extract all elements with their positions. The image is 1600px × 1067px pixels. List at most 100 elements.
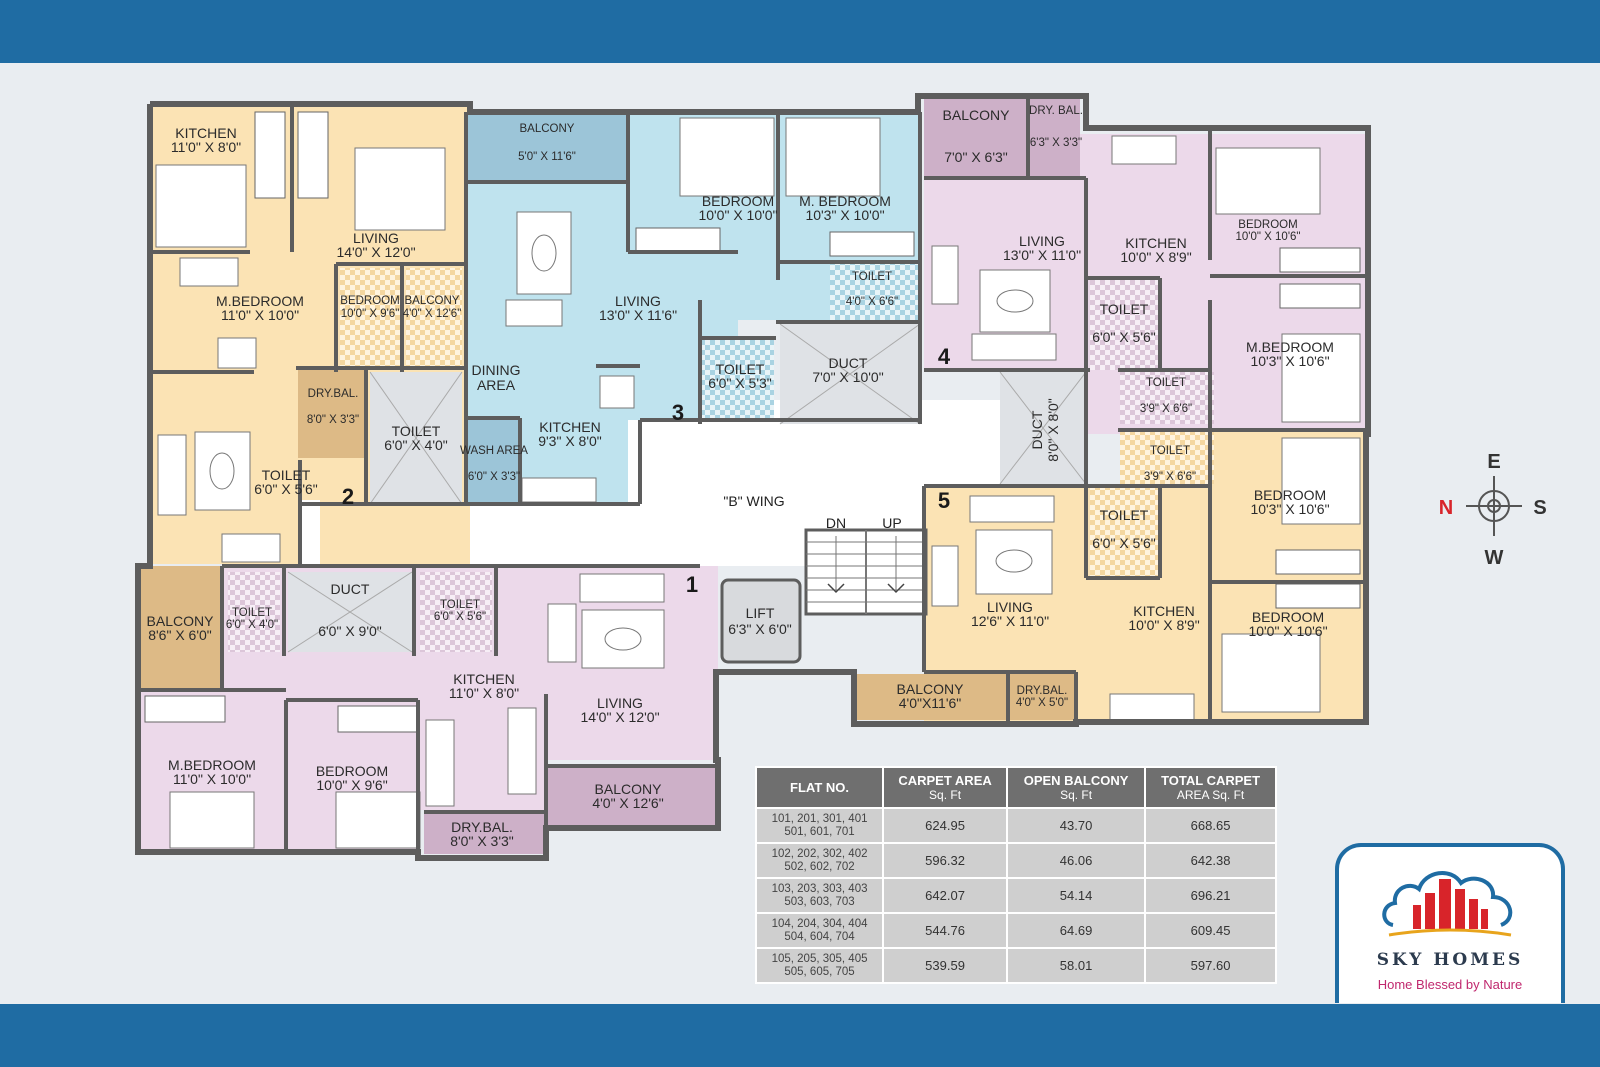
wing-label: "B" WING xyxy=(723,493,784,509)
compass-west: W xyxy=(1485,547,1504,569)
room-label: KITCHEN xyxy=(1125,235,1186,251)
room-size: 11'0" X 10'0" xyxy=(173,771,251,787)
open-balcony-cell: 43.70 xyxy=(1006,807,1147,844)
room-size: 4'0" X 12'6" xyxy=(403,308,462,320)
room-size: 10'0" X 10'0" xyxy=(698,207,777,223)
flat-number: 5 xyxy=(938,488,950,513)
room-label: M.BEDROOM xyxy=(168,757,256,773)
room-size: 4'0" X 6'6" xyxy=(846,296,898,308)
room-size: 6'0" X 5'6" xyxy=(1092,329,1156,345)
room-size: 8'0" X 3'3" xyxy=(450,833,514,849)
walls xyxy=(135,93,1371,861)
total-carpet-cell: 609.45 xyxy=(1144,912,1277,949)
room-label: LIVING xyxy=(615,293,661,309)
room-label: LIVING xyxy=(597,695,643,711)
room-size: 4'0"X11'6" xyxy=(899,695,962,711)
room-label: TOILET xyxy=(1100,301,1149,317)
flat-3 xyxy=(466,112,921,503)
flat-number: 4 xyxy=(938,344,951,369)
total-carpet-cell: 642.38 xyxy=(1144,842,1277,879)
room-size: 3'9" X 6'6" xyxy=(1140,403,1192,415)
room-label: KITCHEN xyxy=(175,125,236,141)
room-size: 10'0" X 8'9" xyxy=(1128,617,1199,633)
room-size: 7'0" X 10'0" xyxy=(812,369,883,385)
open-balcony-cell: 58.01 xyxy=(1006,947,1147,984)
carpet-area-cell: 642.07 xyxy=(882,877,1009,914)
carpet-area-cell: 596.32 xyxy=(882,842,1009,879)
room-size: 14'0" X 12'0" xyxy=(336,244,415,260)
room-label: BEDROOM xyxy=(1254,487,1326,503)
room-label: TOILET xyxy=(1150,445,1190,457)
flat-4 xyxy=(924,96,1366,485)
room-size: 8'0" X 3'3" xyxy=(307,414,359,426)
room-label: BALCONY xyxy=(943,107,1011,123)
room-size: 4'0" X 12'6" xyxy=(592,795,663,811)
room-size: 10'3" X 10'0" xyxy=(805,207,884,223)
logo-tagline: Home Blessed by Nature xyxy=(1377,977,1523,992)
stair-up-label: UP xyxy=(882,515,901,531)
room-size: 5'0" X 11'6" xyxy=(518,151,576,163)
room-label: DUCT xyxy=(1029,410,1045,449)
total-carpet-cell: 696.21 xyxy=(1144,877,1277,914)
room-label: BALCONY xyxy=(897,681,965,697)
room-label: BEDROOM xyxy=(1252,609,1324,625)
open-balcony-cell: 64.69 xyxy=(1006,912,1147,949)
room-label: WASH AREA xyxy=(460,445,528,457)
sky-homes-logo: SKY HOMES Home Blessed by Nature xyxy=(1335,843,1565,1003)
room-label: BALCONY xyxy=(405,295,460,307)
room-label: BEDROOM xyxy=(1238,219,1297,231)
top-band xyxy=(0,0,1600,63)
room-label: DINING xyxy=(472,362,521,378)
room-label: DRY. BAL. xyxy=(1029,105,1083,117)
room-size: 6'0" X 4'0" xyxy=(226,619,278,631)
room-size: 6'0" X 9'0" xyxy=(318,623,382,639)
flat-number: 2 xyxy=(342,484,354,509)
room-size: 8'0" X 8'0" xyxy=(1045,398,1061,462)
room-size: 13'0" X 11'0" xyxy=(1003,247,1081,263)
room-label: M.BEDROOM xyxy=(216,293,304,309)
flat-2 xyxy=(150,106,470,564)
open-balcony-cell: 54.14 xyxy=(1006,877,1147,914)
room-label: LIVING xyxy=(1019,233,1065,249)
room-size: 10'0" X 9'6" xyxy=(341,308,400,320)
room-label: TOILET xyxy=(392,423,441,439)
room-size: 6'0" X 5'3" xyxy=(708,375,772,391)
flat-number: 3 xyxy=(672,400,684,425)
room-label: TOILET xyxy=(1100,507,1149,523)
compass-icon: E N S W xyxy=(1439,451,1547,569)
room-label: TOILET xyxy=(852,271,892,283)
total-carpet-cell: 597.60 xyxy=(1144,947,1277,984)
room-size: 10'0" X 10'6" xyxy=(1236,231,1301,243)
room-size: 11'0" X 8'0" xyxy=(171,139,241,155)
flat-1 xyxy=(140,566,718,854)
header-flat-no: FLAT NO. xyxy=(754,766,885,809)
room-label: M. BEDROOM xyxy=(799,193,891,209)
room-size: 11'0" X 8'0" xyxy=(449,685,519,701)
room-size: 10'3" X 10'6" xyxy=(1250,353,1329,369)
room-size: 10'0" X 9'6" xyxy=(316,777,387,793)
total-carpet-cell: 668.65 xyxy=(1144,807,1277,844)
room-label: KITCHEN xyxy=(1133,603,1194,619)
flat-number: 1 xyxy=(686,572,698,597)
room-label: TOILET xyxy=(1146,377,1186,389)
room-size: 14'0" X 12'0" xyxy=(580,709,659,725)
room-label: KITCHEN xyxy=(453,671,514,687)
room-label: TOILET xyxy=(232,607,272,619)
compass-north: N xyxy=(1439,497,1453,519)
room-size: 8'6" X 6'0" xyxy=(148,627,212,643)
room-size: 6'0" X 3'3" xyxy=(468,471,520,483)
lift xyxy=(720,578,802,664)
carpet-area-cell: 624.95 xyxy=(882,807,1009,844)
room-label: TOILET xyxy=(716,361,765,377)
room-label: BEDROOM xyxy=(316,763,388,779)
room-label: LIVING xyxy=(987,599,1033,615)
